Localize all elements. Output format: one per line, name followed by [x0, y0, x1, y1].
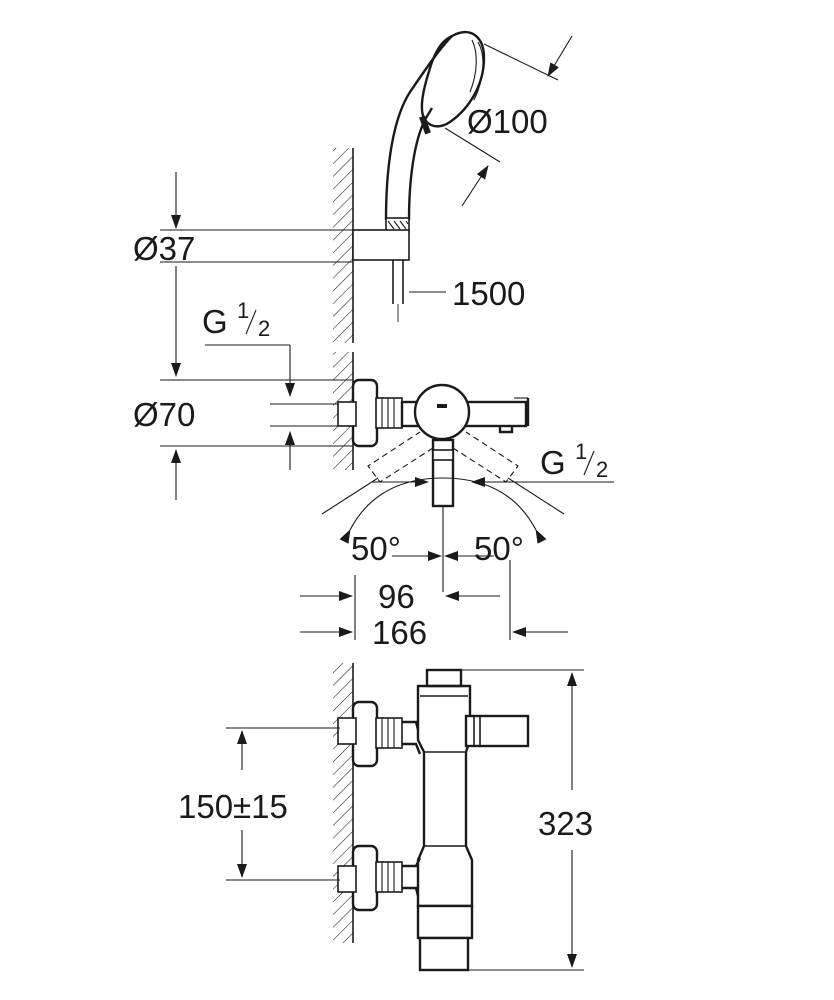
wall-section-top [333, 148, 354, 343]
label-depth-long: 166 [372, 614, 427, 651]
label-escutcheon-diameter: Ø70 [133, 396, 195, 433]
label-outlet-thread: G 1 2 [540, 439, 608, 482]
dimension-overall-height [462, 669, 584, 971]
mixer-side-view [337, 668, 530, 972]
label-holder-diameter: Ø37 [133, 230, 195, 267]
label-angle-right: 50° [474, 530, 524, 567]
dimension-handshower-diameter [444, 35, 573, 207]
label-depth-short: 96 [378, 578, 415, 615]
wall-section-bottom [333, 663, 354, 943]
label-hose-length: 1500 [452, 275, 525, 312]
label-overall-height: 323 [538, 805, 593, 842]
dimension-depth [300, 560, 568, 640]
fraction-slash-top [245, 309, 257, 335]
mixer-top-view [337, 378, 530, 508]
dimension-escutcheon-diameter [160, 379, 353, 500]
dimension-angle [321, 477, 565, 592]
label-handshower-diameter: Ø100 [467, 103, 548, 140]
label-centres: 150±15 [178, 788, 288, 825]
dimension-top-thread [205, 344, 338, 470]
label-angle-left: 50° [351, 530, 401, 567]
label-top-thread: G 1 2 [202, 298, 270, 341]
hand-shower [352, 30, 486, 322]
dimension-centres [226, 727, 340, 881]
fraction-slash-right [583, 450, 595, 476]
dimension-holder-diameter [160, 172, 386, 263]
